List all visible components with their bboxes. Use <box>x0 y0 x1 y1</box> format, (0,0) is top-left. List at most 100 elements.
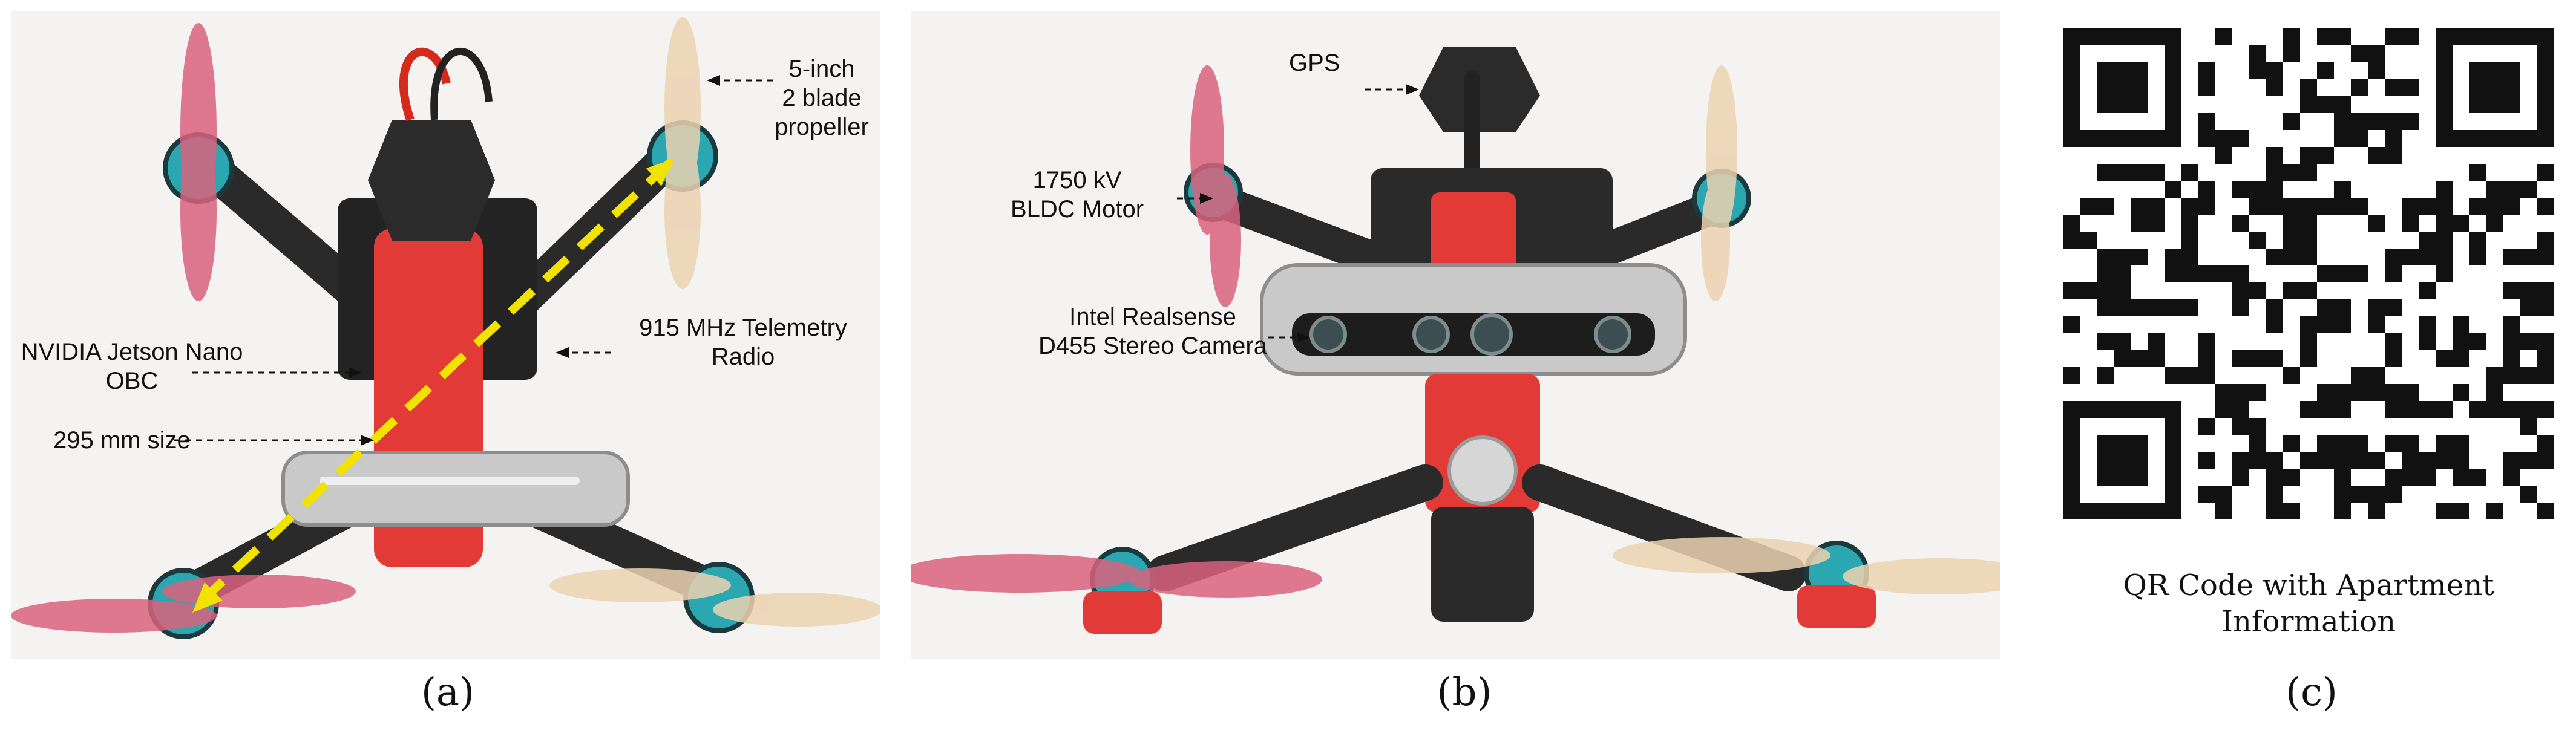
qr-module <box>2097 367 2114 384</box>
qr-module <box>2520 452 2537 469</box>
qr-module <box>2080 198 2097 215</box>
qr-module <box>2317 62 2334 79</box>
qr-module <box>2300 215 2317 232</box>
qr-module <box>2436 232 2453 249</box>
qr-module <box>2266 198 2283 215</box>
qr-module <box>2537 350 2554 367</box>
qr-module <box>2520 401 2537 418</box>
qr-module <box>2114 164 2131 181</box>
qr-module <box>2283 113 2300 130</box>
qr-module <box>2436 181 2453 198</box>
qr-module <box>2520 28 2537 45</box>
qr-module <box>2537 503 2554 519</box>
qr-module <box>2283 435 2300 452</box>
qr-module <box>2131 79 2148 96</box>
qr-module <box>2097 435 2114 452</box>
qr-module <box>2148 130 2165 147</box>
qr-module <box>2402 79 2419 96</box>
qr-module <box>2537 367 2554 384</box>
qr-module <box>2114 333 2131 350</box>
qr-module <box>2215 265 2232 282</box>
qr-module <box>2469 79 2486 96</box>
qr-module <box>2097 333 2114 350</box>
qr-module <box>2453 215 2469 232</box>
qr-module <box>2300 198 2317 215</box>
qr-module <box>2148 215 2165 232</box>
qr-module <box>2419 232 2436 249</box>
qr-module <box>2063 232 2080 249</box>
qr-module <box>2114 299 2131 316</box>
qr-module <box>2266 299 2283 316</box>
qr-module <box>2283 215 2300 232</box>
qr-module <box>2198 62 2215 79</box>
qr-module <box>2283 469 2300 486</box>
qr-module <box>2486 384 2503 401</box>
qr-module <box>2266 350 2283 367</box>
qr-module <box>2537 28 2554 45</box>
qr-module <box>2097 249 2114 265</box>
qr-module <box>2198 350 2215 367</box>
qr-module <box>2368 316 2385 333</box>
qr-module <box>2165 130 2181 147</box>
qr-module <box>2198 181 2215 198</box>
qr-module <box>2537 45 2554 62</box>
qr-module <box>2165 435 2181 452</box>
qr-module <box>2436 28 2453 45</box>
qr-module <box>2402 113 2419 130</box>
qr-module <box>2198 486 2215 503</box>
qr-module <box>2114 469 2131 486</box>
qr-module <box>2385 469 2402 486</box>
qr-module <box>2334 28 2351 45</box>
qr-module <box>2249 45 2266 62</box>
qr-module <box>2165 62 2181 79</box>
qr-module <box>2232 401 2249 418</box>
qr-module <box>2334 435 2351 452</box>
qr-module <box>2131 401 2148 418</box>
qr-module <box>2198 333 2215 350</box>
qr-module <box>2436 130 2453 147</box>
qr-module <box>2114 130 2131 147</box>
qr-module <box>2232 265 2249 282</box>
qr-module <box>2385 384 2402 401</box>
qr-module <box>2165 181 2181 198</box>
qr-module <box>2114 79 2131 96</box>
qr-module <box>2469 401 2486 418</box>
qr-module <box>2080 130 2097 147</box>
qr-module <box>2165 367 2181 384</box>
qr-module <box>2215 147 2232 164</box>
qr-module <box>2503 316 2520 333</box>
qr-module <box>2097 469 2114 486</box>
camera-label-line2: D455 Stereo Camera <box>1038 333 1267 359</box>
qr-module <box>2334 384 2351 401</box>
qr-module <box>2148 198 2165 215</box>
qr-module <box>2520 299 2537 316</box>
qr-module <box>2520 181 2537 198</box>
qr-module <box>2249 232 2266 249</box>
qr-module <box>2232 384 2249 401</box>
qr-module <box>2266 79 2283 96</box>
qr-module <box>2385 265 2402 282</box>
qr-module <box>2165 401 2181 418</box>
qr-module <box>2181 215 2198 232</box>
qr-module <box>2181 367 2198 384</box>
qr-module <box>2385 401 2402 418</box>
qr-module <box>2097 79 2114 96</box>
qr-module <box>2436 96 2453 113</box>
qr-module <box>2148 503 2165 519</box>
qr-module <box>2520 486 2537 503</box>
qr-module <box>2469 130 2486 147</box>
qr-module <box>2300 350 2317 367</box>
qr-module <box>2351 113 2368 130</box>
qr-module <box>2063 435 2080 452</box>
qr-module <box>2385 486 2402 503</box>
qr-module <box>2351 452 2368 469</box>
qr-module <box>2334 96 2351 113</box>
qr-module <box>2419 401 2436 418</box>
qr-module <box>2503 401 2520 418</box>
qr-module <box>2503 367 2520 384</box>
qr-module <box>2537 198 2554 215</box>
qr-module <box>2063 96 2080 113</box>
qr-module <box>2520 130 2537 147</box>
qr-module <box>2131 28 2148 45</box>
qr-module <box>2469 333 2486 350</box>
